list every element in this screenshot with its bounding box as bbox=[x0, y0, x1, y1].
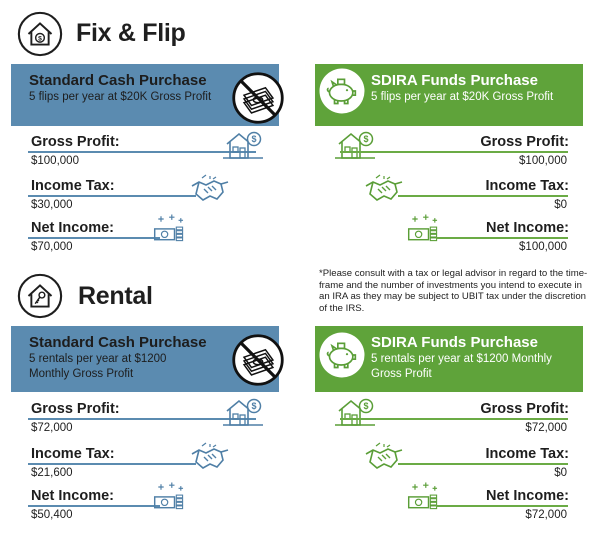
house-dollar-icon bbox=[16, 10, 64, 58]
fix-standard-net-label: Net Income: bbox=[31, 220, 114, 236]
rental-standard-gross-rule bbox=[28, 418, 256, 420]
fix-sdira-panel: SDIRA Funds Purchase 5 flips per year at… bbox=[315, 64, 583, 126]
rental-standard-tax-label: Income Tax: bbox=[31, 446, 115, 462]
piggy-bank-icon bbox=[317, 66, 367, 116]
fix-sdira-tax-rule bbox=[398, 195, 568, 197]
piggy-bank-icon bbox=[317, 330, 367, 380]
fix-sdira-net-label: Net Income: bbox=[486, 220, 569, 236]
rental-sdira-gross-value: $72,000 bbox=[525, 422, 567, 434]
rental-standard-panel: Standard Cash Purchase 5 rentals per yea… bbox=[11, 326, 279, 392]
fix-sdira-net-value: $100,000 bbox=[519, 241, 567, 253]
house-dollar-icon bbox=[223, 397, 263, 427]
fix-standard-net-rule bbox=[28, 237, 160, 239]
fix-standard-gross-value: $100,000 bbox=[31, 155, 79, 167]
rental-sdira-net-rule bbox=[436, 505, 568, 507]
fix-standard-gross-rule bbox=[28, 151, 256, 153]
rental-sdira-tax-rule bbox=[398, 463, 568, 465]
rental-standard-net-rule bbox=[28, 505, 160, 507]
handshake-icon bbox=[190, 174, 230, 204]
fix-sdira-gross-value: $100,000 bbox=[519, 155, 567, 167]
money-stack-icon bbox=[152, 480, 188, 512]
handshake-icon bbox=[190, 442, 230, 472]
rental-standard-tax-value: $21,600 bbox=[31, 467, 73, 479]
rental-sdira-title: SDIRA Funds Purchase bbox=[371, 334, 538, 351]
rental-sdira-tax-label: Income Tax: bbox=[485, 446, 569, 462]
money-stack-icon bbox=[406, 212, 442, 244]
fix-sdira-net-rule bbox=[436, 237, 568, 239]
fix-standard-net-value: $70,000 bbox=[31, 241, 73, 253]
fix-standard-gross-label: Gross Profit: bbox=[31, 134, 120, 150]
no-cash-icon bbox=[230, 70, 286, 126]
rental-standard-gross-value: $72,000 bbox=[31, 422, 73, 434]
rental-sdira-subtitle: 5 rentals per year at $1200 Monthly Gros… bbox=[371, 353, 552, 380]
rental-standard-net-label: Net Income: bbox=[31, 488, 114, 504]
rental-standard-net-value: $50,400 bbox=[31, 509, 73, 521]
rental-sdira-gross-rule bbox=[340, 418, 568, 420]
money-stack-icon bbox=[152, 212, 188, 244]
rental-sdira-tax-value: $0 bbox=[554, 467, 567, 479]
money-stack-icon bbox=[406, 480, 442, 512]
fix-standard-tax-label: Income Tax: bbox=[31, 178, 115, 194]
house-key-icon bbox=[16, 272, 64, 320]
fix-sdira-tax-value: $0 bbox=[554, 199, 567, 211]
fix-sdira-gross-rule bbox=[340, 151, 568, 153]
house-dollar-icon bbox=[335, 130, 375, 160]
fix-standard-tax-value: $30,000 bbox=[31, 199, 73, 211]
fix-flip-title: Fix & Flip bbox=[76, 19, 186, 47]
house-dollar-icon bbox=[335, 397, 375, 427]
fix-sdira-tax-label: Income Tax: bbox=[485, 178, 569, 194]
rental-sdira-net-value: $72,000 bbox=[525, 509, 567, 521]
no-cash-icon bbox=[230, 332, 286, 388]
fix-sdira-title: SDIRA Funds Purchase bbox=[371, 72, 538, 89]
fix-sdira-subtitle: 5 flips per year at $20K Gross Profit bbox=[371, 91, 554, 103]
rental-standard-subtitle: 5 rentals per year at $1200 Monthly Gros… bbox=[29, 353, 167, 380]
fix-standard-subtitle: 5 flips per year at $20K Gross Profit bbox=[29, 91, 212, 103]
disclaimer-note: *Please consult with a tax or legal advi… bbox=[319, 268, 588, 314]
rental-title: Rental bbox=[78, 282, 153, 310]
handshake-icon bbox=[364, 442, 404, 472]
rental-standard-tax-rule bbox=[28, 463, 196, 465]
handshake-icon bbox=[364, 174, 404, 204]
rental-standard-gross-label: Gross Profit: bbox=[31, 401, 120, 417]
rental-sdira-net-label: Net Income: bbox=[486, 488, 569, 504]
rental-standard-title: Standard Cash Purchase bbox=[29, 334, 207, 351]
fix-sdira-gross-label: Gross Profit: bbox=[480, 134, 569, 150]
rental-sdira-gross-label: Gross Profit: bbox=[480, 401, 569, 417]
house-dollar-icon bbox=[223, 130, 263, 160]
fix-standard-tax-rule bbox=[28, 195, 196, 197]
fix-standard-title: Standard Cash Purchase bbox=[29, 72, 207, 89]
